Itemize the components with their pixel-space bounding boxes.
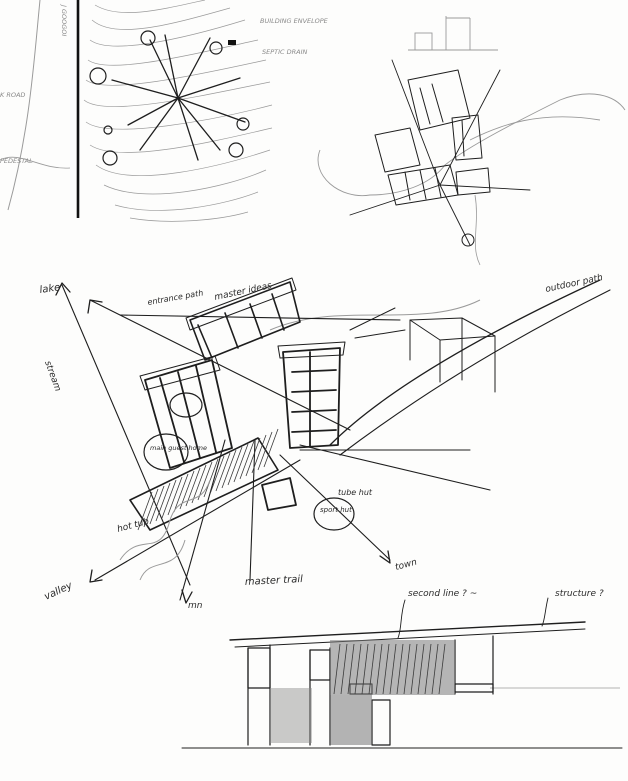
hot-tub-label: hot tub: [116, 517, 150, 535]
tube-hut-shape: [261, 477, 297, 511]
elevation-hatch-stroke: [333, 643, 341, 695]
elevation-hatch-stroke: [403, 643, 411, 695]
hatch-stroke: [191, 464, 207, 504]
plan-arrows: [349, 59, 531, 246]
elevation-hatch-stroke: [417, 643, 425, 695]
elevation-hatch-stroke: [396, 643, 404, 695]
elevation-hatch-stroke: [354, 643, 362, 695]
building-master: [185, 277, 301, 361]
hatch-stroke: [173, 473, 189, 513]
elevation-hatch-stroke: [375, 643, 383, 695]
building-envelope-label: BUILDING ENVELOPE: [260, 17, 329, 25]
road-label: K ROAD: [0, 91, 25, 99]
hatch-stroke: [185, 467, 201, 507]
hatched-deck: [129, 428, 279, 531]
leader-line-1: [397, 599, 406, 639]
lake-label: lake: [39, 282, 61, 296]
hatch-stroke: [215, 452, 231, 492]
circled-notes: [143, 392, 355, 531]
elevation-hatch-stroke: [382, 643, 390, 695]
marker-square: [228, 40, 236, 45]
master-trail-label: master trail: [245, 574, 304, 588]
site-nodes: [89, 30, 250, 166]
contour-curve: [269, 299, 481, 331]
septic-drain-label: SEPTIC DRAIN: [262, 48, 308, 56]
hatch-stroke: [137, 491, 153, 531]
elevation-hatch-stroke: [389, 643, 397, 695]
creek-2: [139, 539, 186, 581]
hatch-stroke: [203, 458, 219, 498]
hatch-stroke: [197, 461, 213, 501]
elevation-sketch: second line ? ~ structure ?: [181, 589, 623, 749]
hatch-stroke: [149, 485, 165, 525]
elevation-hatch-stroke: [368, 643, 376, 695]
elevation-hatch-stroke: [410, 643, 418, 695]
elevation-hatch-stroke: [431, 643, 439, 695]
entrance-path-label: entrance path: [147, 288, 204, 307]
road-curve-2: [339, 289, 611, 456]
contour-lines: [83, 0, 273, 222]
terrain-outline: [317, 93, 626, 197]
elevation-hatch-stroke: [361, 643, 369, 695]
hatch-stroke: [161, 479, 177, 519]
elevation-hatch-stroke: [438, 643, 446, 695]
town-label: town: [394, 557, 418, 572]
concept-plan: [317, 16, 626, 266]
plan-buildings: [374, 69, 491, 206]
elevation-hatch-stroke: [347, 643, 355, 695]
creek: [119, 479, 211, 561]
hatch-stroke: [239, 440, 255, 480]
hatch-stroke: [233, 443, 249, 483]
second-line-label: second line ? ~: [408, 589, 477, 599]
hatch-stroke: [155, 482, 171, 522]
hatch-stroke: [245, 437, 261, 477]
view-arrows: [111, 34, 246, 161]
main-guest-home-label: main guest home: [150, 444, 207, 452]
mn-label: mn: [188, 601, 203, 611]
axis-lines: [61, 284, 491, 601]
valley-label: valley: [43, 580, 76, 603]
structure-label: structure ?: [555, 589, 604, 599]
hatch-stroke: [263, 428, 279, 468]
hatch-stroke: [227, 446, 243, 486]
elevation-hatch-stroke: [424, 643, 432, 695]
stream-label: stream: [42, 360, 62, 393]
leader-line-2: [541, 597, 549, 627]
sport-hut-label: sport hut: [320, 506, 352, 514]
outbuilding: [349, 307, 496, 393]
vertical-note-label: J GOOGOI: [60, 3, 68, 36]
roof-line: [229, 621, 586, 641]
hatch-stroke: [221, 449, 237, 489]
shaded-panels: [270, 640, 455, 745]
main-concept-plan: lake stream entrance path master ideas m…: [39, 273, 611, 611]
hatch-stroke: [251, 434, 267, 474]
tube-hut-label: tube hut: [338, 488, 373, 497]
elevation-hatch-stroke: [340, 643, 348, 695]
hatch-stroke: [257, 431, 273, 471]
mini-elevation: [408, 16, 498, 51]
pedestal-label: PEDESTAL: [0, 157, 33, 165]
road-curve-1: [329, 279, 601, 446]
hatch-stroke: [143, 488, 159, 528]
building-main: [277, 341, 346, 449]
hatch-stroke: [167, 476, 183, 516]
building-guest: [139, 355, 233, 469]
creek-line: [474, 194, 481, 266]
roof-line-2: [234, 628, 586, 648]
plan-node: [461, 233, 475, 247]
hatch-stroke: [209, 455, 225, 495]
site-plan: BUILDING ENVELOPE SEPTIC DRAIN K ROAD PE…: [0, 0, 329, 222]
arrowheads: [55, 282, 391, 604]
terrain-outline-2: [469, 116, 601, 141]
